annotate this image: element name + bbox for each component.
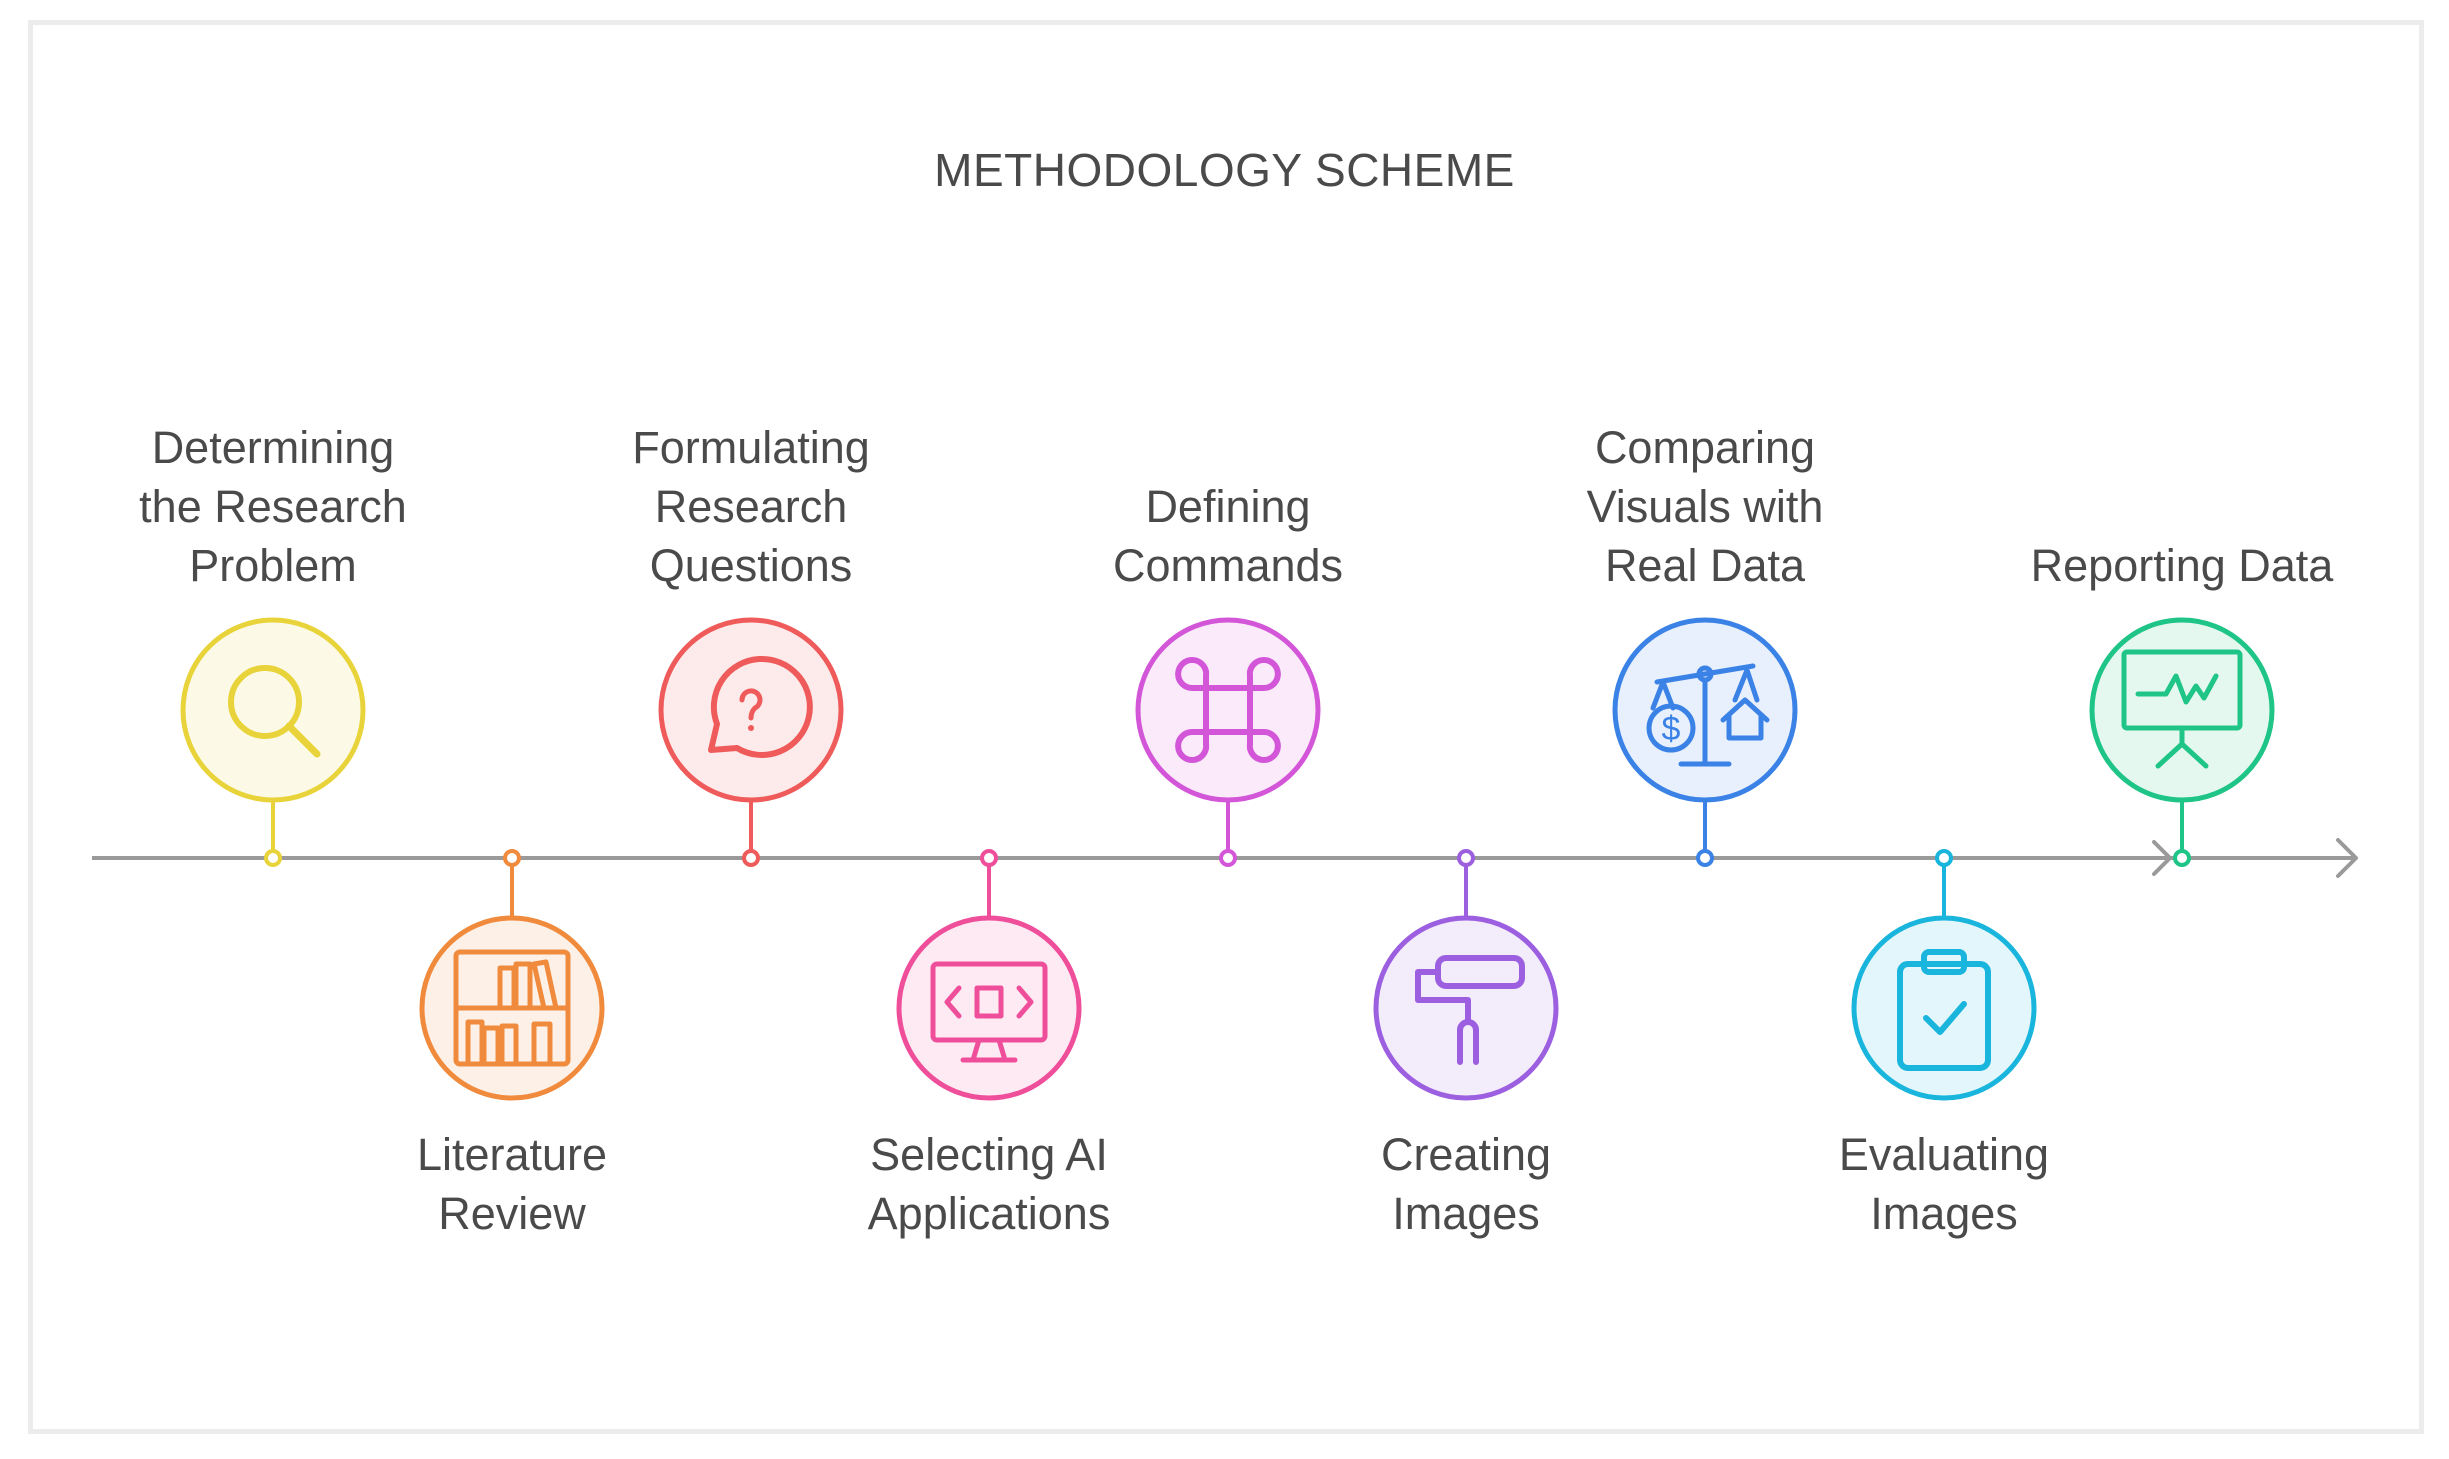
step-node	[1373, 849, 1559, 1101]
presentation-chart-icon	[2121, 649, 2243, 769]
step-axis-dot	[980, 849, 998, 867]
step-axis-dot	[503, 849, 521, 867]
step-circle	[896, 915, 1082, 1101]
step-circle	[2089, 617, 2275, 803]
step-axis-dot	[1219, 849, 1237, 867]
step-axis-dot	[264, 849, 282, 867]
step-label: Evaluating Images	[1838, 1129, 2050, 1239]
clipboard-check-icon	[1897, 949, 1991, 1071]
step-node	[658, 617, 844, 867]
step-node	[896, 849, 1082, 1101]
paint-roller-icon	[1415, 955, 1525, 1065]
question-bubble-icon	[708, 655, 813, 758]
step-node	[419, 849, 605, 1101]
svg-text:$: $	[1662, 710, 1681, 748]
step-label: Selecting AI Applications	[867, 1129, 1111, 1239]
step-label: Creating Images	[1380, 1129, 1552, 1239]
timeline-arrow-head	[2336, 838, 2358, 878]
step-axis-dot	[1696, 849, 1714, 867]
step-axis-dot	[1935, 849, 1953, 867]
magnifier-icon	[228, 665, 321, 758]
bookshelf-icon	[453, 949, 571, 1067]
step-node	[180, 617, 366, 867]
step-node: $	[1612, 617, 1798, 867]
step-node	[1135, 617, 1321, 867]
step-label: Determining the Research Problem	[139, 422, 407, 591]
diagram-title: METHODOLOGY SCHEME	[934, 144, 1515, 196]
balance-scale-icon: $	[1646, 663, 1770, 767]
command-key-icon	[1175, 657, 1281, 763]
step-label: Reporting Data	[2030, 540, 2334, 591]
step-circle	[180, 617, 366, 803]
step-axis-dot	[742, 849, 760, 867]
step-node	[2089, 617, 2275, 867]
diagram-frame	[28, 20, 2424, 1434]
step-label: Defining Commands	[1112, 481, 1344, 591]
step-circle	[1135, 617, 1321, 803]
step-label: Literature Review	[416, 1129, 608, 1239]
timeline-arrow-chevron	[2152, 840, 2172, 876]
step-axis-dot	[2173, 849, 2191, 867]
step-label: Comparing Visuals with Real Data	[1586, 422, 1824, 591]
step-label: Formulating Research Questions	[632, 422, 870, 591]
step-node	[1851, 849, 2037, 1101]
step-axis-dot	[1457, 849, 1475, 867]
code-monitor-icon	[930, 961, 1048, 1063]
